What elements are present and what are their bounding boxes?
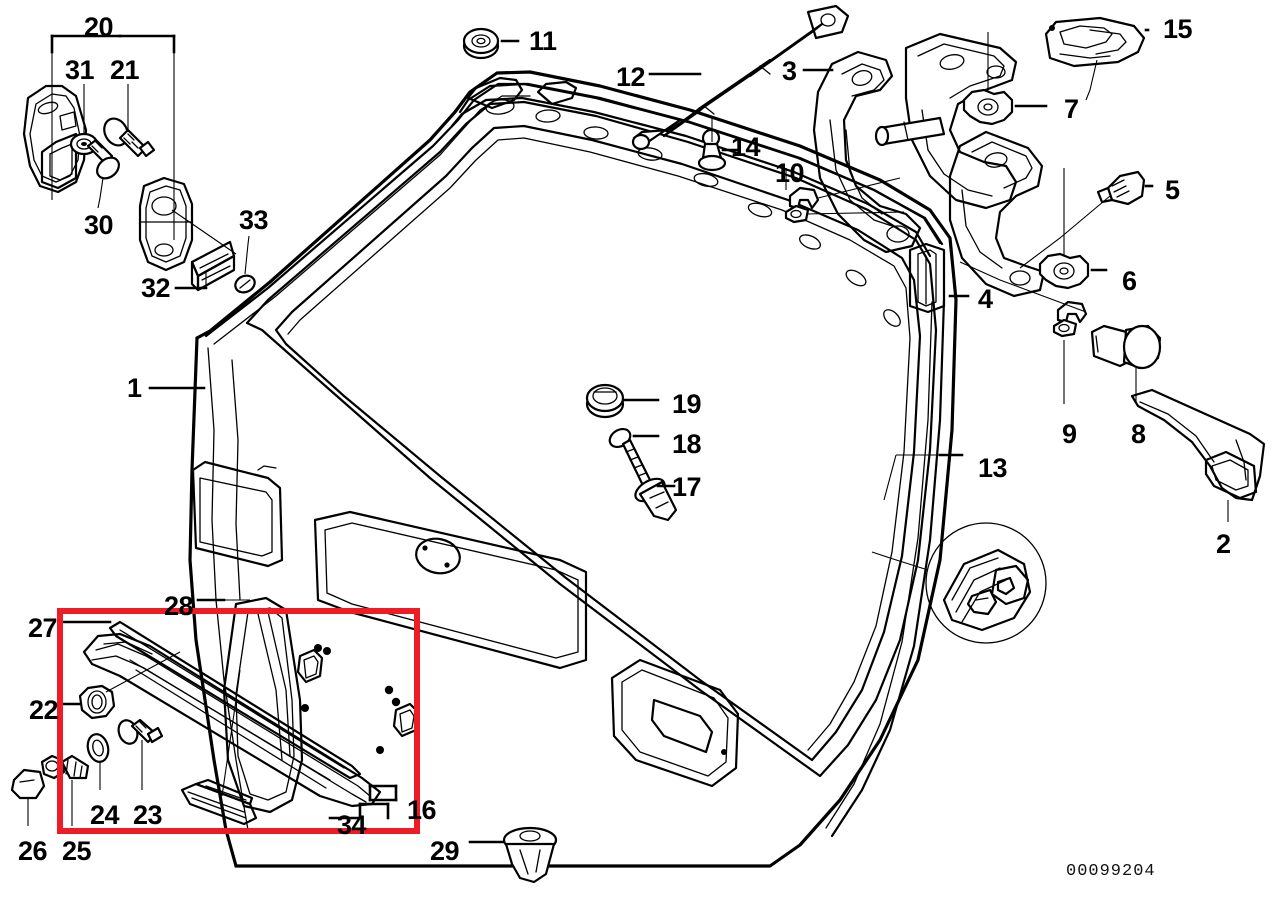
callout-6[interactable]: 6 (1122, 266, 1137, 296)
callout-14[interactable]: 14 (731, 132, 761, 162)
callout-28[interactable]: 28 (164, 591, 194, 621)
part-6-star-washer (1038, 168, 1108, 290)
part-4-plate (908, 242, 970, 314)
part-21-bolt (103, 84, 156, 158)
part-29-rubber-stop (468, 826, 558, 884)
part-25-sleeve (60, 754, 90, 826)
callout-7[interactable]: 7 (1064, 94, 1079, 124)
callout-8[interactable]: 8 (1131, 419, 1146, 449)
part-18-17-fastener (608, 427, 678, 522)
callout-15[interactable]: 15 (1163, 14, 1193, 44)
callout-18[interactable]: 18 (672, 429, 702, 459)
part-27-16-moulding (60, 620, 398, 808)
callout-22[interactable]: 22 (29, 695, 59, 725)
tailgate-body-shape (188, 70, 958, 868)
callout-30[interactable]: 30 (84, 210, 114, 240)
seal-detail-magnifier (871, 453, 1047, 644)
part-24-washer (86, 733, 110, 790)
callout-31[interactable]: 31 (65, 55, 95, 85)
callout-4[interactable]: 4 (978, 284, 993, 314)
callout-23[interactable]: 23 (133, 800, 163, 830)
part-22-nut (56, 651, 181, 720)
callout-17[interactable]: 17 (672, 472, 702, 502)
part-11-grommet (462, 27, 520, 60)
callout-16[interactable]: 16 (407, 795, 437, 825)
callout-26[interactable]: 26 (18, 836, 48, 866)
callout-3[interactable]: 3 (782, 56, 797, 86)
part-23-bolt (117, 718, 164, 790)
part-2-side-panel (1130, 388, 1266, 522)
callout-5[interactable]: 5 (1165, 175, 1180, 205)
callout-32[interactable]: 32 (141, 273, 171, 303)
callout-11[interactable]: 11 (529, 26, 557, 56)
callout-10[interactable]: 10 (775, 158, 805, 188)
part-34-clip (180, 669, 390, 826)
part-10-clips (784, 168, 905, 224)
callout-2[interactable]: 2 (1216, 529, 1231, 559)
callout-19[interactable]: 19 (672, 389, 702, 419)
part-19-plug (585, 383, 660, 419)
callout-24[interactable]: 24 (90, 800, 120, 830)
callout-25[interactable]: 25 (62, 836, 92, 866)
callout-33[interactable]: 33 (239, 205, 269, 235)
callout-20[interactable]: 20 (84, 12, 114, 42)
part-12-gas-strut (631, 4, 850, 151)
part-33-seal (190, 235, 256, 294)
callout-34[interactable]: 34 (337, 810, 367, 840)
diagram-part-number: 00099204 (1066, 862, 1156, 881)
callout-9[interactable]: 9 (1062, 419, 1077, 449)
part-9-clips (959, 261, 1088, 404)
part-30-screw (86, 138, 120, 209)
part-20-group (22, 34, 176, 240)
part-3-hinge-left (802, 50, 922, 254)
part-32-bracket (138, 176, 237, 290)
callout-13[interactable]: 13 (978, 453, 1008, 483)
part-5-screw (1019, 170, 1154, 269)
hinge-center-assembly (874, 32, 1046, 298)
part-15-bracket (1044, 16, 1150, 101)
part-26-cap (10, 754, 66, 826)
callout-21[interactable]: 21 (110, 55, 140, 85)
callout-29[interactable]: 29 (430, 836, 460, 866)
callout-12[interactable]: 12 (616, 62, 646, 92)
part-8-pin (1090, 324, 1162, 404)
part-7-star-washer (962, 32, 1048, 126)
callout-27[interactable]: 27 (28, 613, 58, 643)
callout-1[interactable]: 1 (127, 373, 142, 403)
part-14-ball-stud (697, 118, 739, 172)
